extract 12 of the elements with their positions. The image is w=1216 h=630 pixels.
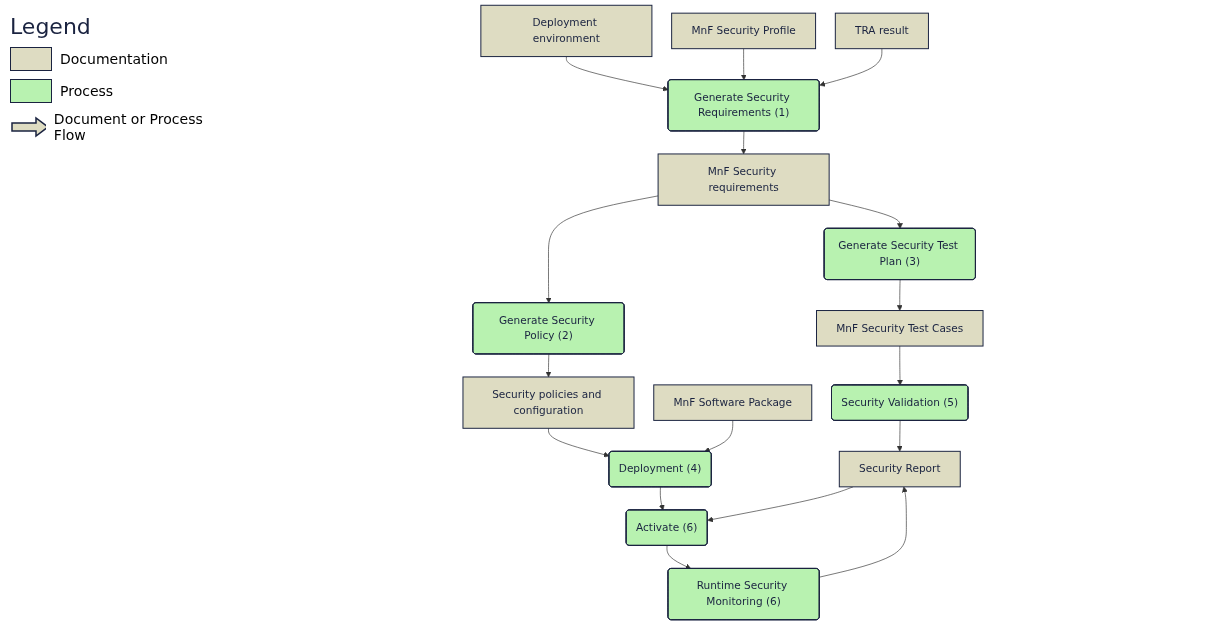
node-box: MnF Security Test Cases — [816, 310, 984, 347]
node-box: Security Report — [838, 450, 961, 488]
node-box: Deployment environment — [480, 4, 653, 58]
legend-text: Document or Process Flow — [53, 111, 204, 143]
node-box: MnF Security Profile — [671, 12, 817, 50]
node-box: MnF Software Package — [653, 384, 813, 421]
legend-text: Documentation — [60, 51, 168, 67]
legend-text: Process — [60, 83, 114, 99]
node-box: Security policies and configuration — [462, 376, 635, 429]
node-box: MnF Security requirements — [657, 153, 830, 206]
legend-heading: Legend — [10, 14, 92, 39]
node-box: TRA result — [834, 12, 929, 50]
